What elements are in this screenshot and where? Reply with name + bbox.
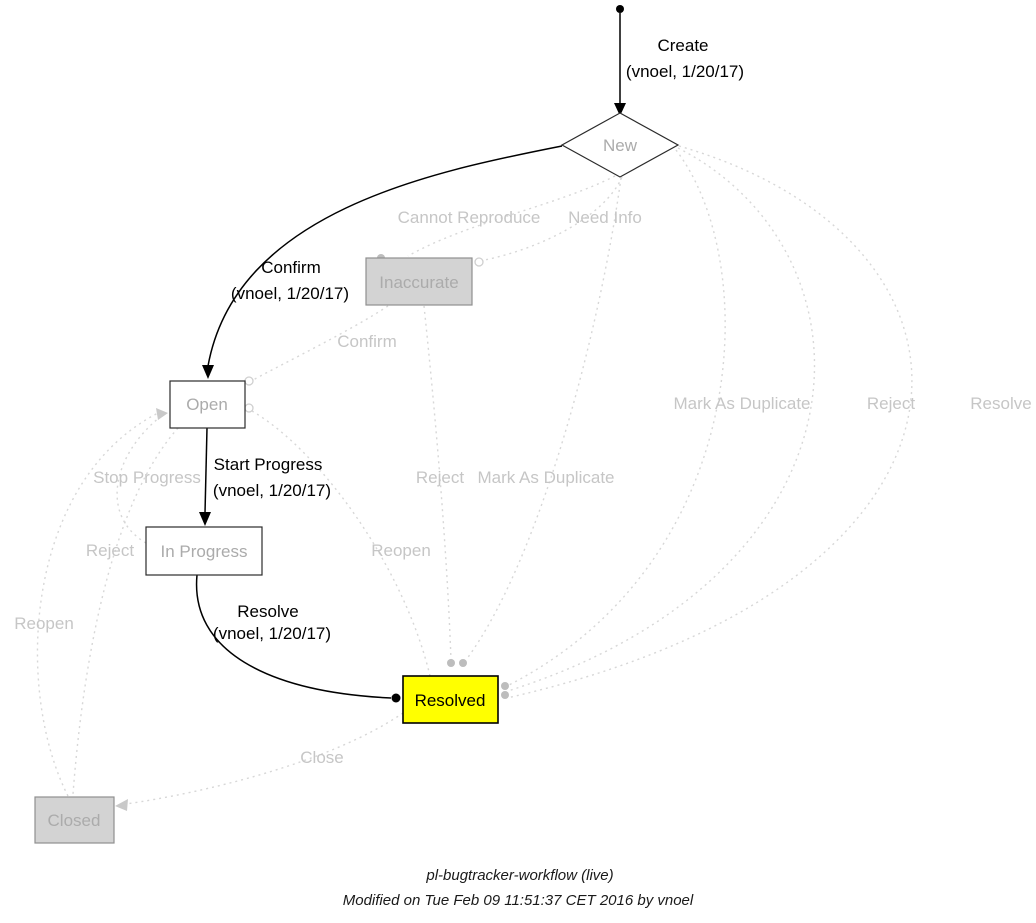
node-resolved-label: Resolved xyxy=(415,691,486,710)
edge-resolve-right-label: Resolve xyxy=(970,394,1031,413)
resolve-endpoint-dot xyxy=(391,693,401,703)
edge-reject-mid-label: Reject xyxy=(416,468,464,487)
edge-endpoint-circle xyxy=(244,403,254,413)
edge-confirm-inactive xyxy=(252,305,389,381)
edge-start-progress-meta: (vnoel, 1/20/17) xyxy=(213,481,331,500)
edge-endpoint-dot xyxy=(459,659,467,667)
edge-confirm xyxy=(207,145,563,367)
edge-start-progress-label: Start Progress xyxy=(214,455,323,474)
node-open-label: Open xyxy=(186,395,228,414)
edge-create-meta: (vnoel, 1/20/17) xyxy=(626,62,744,81)
node-inaccurate xyxy=(365,257,473,306)
edge-reopen-mid-label: Reopen xyxy=(371,541,431,560)
edge-resolve-meta: (vnoel, 1/20/17) xyxy=(213,624,331,643)
edge-confirm-meta: (vnoel, 1/20/17) xyxy=(231,284,349,303)
node-resolved xyxy=(402,675,499,724)
edge-endpoint-dot xyxy=(501,691,509,699)
diagram-modified-line: Modified on Tue Feb 09 11:51:37 CET 2016… xyxy=(343,892,694,909)
edge-endpoint-circle xyxy=(244,376,254,386)
start-node xyxy=(616,5,624,13)
node-open xyxy=(169,380,246,429)
confirm-arrowhead xyxy=(202,365,214,379)
edge-close-label: Close xyxy=(300,748,343,767)
close-arrowhead xyxy=(115,799,128,811)
stop-progress-arrowhead xyxy=(156,408,168,420)
start-progress-arrowhead xyxy=(199,512,211,526)
edge-endpoint-dot xyxy=(501,682,509,690)
node-in-progress-label: In Progress xyxy=(161,542,248,561)
edge-reject-right-label: Reject xyxy=(867,394,915,413)
edge-confirm-label: Confirm xyxy=(261,258,321,277)
edge-mark-as-duplicate-mid xyxy=(465,177,622,661)
edge-reject-left-label: Reject xyxy=(86,541,134,560)
node-closed xyxy=(34,796,115,844)
diagram-title: pl-bugtracker-workflow (live) xyxy=(425,867,613,884)
edge-stop-progress-label: Stop Progress xyxy=(93,468,201,487)
node-new xyxy=(560,112,680,178)
edge-start-progress xyxy=(204,427,208,514)
edge-reopen-left xyxy=(36,411,161,797)
edge-resolve-label: Resolve xyxy=(237,602,298,621)
edge-cannot-reproduce-label: Cannot Reproduce xyxy=(398,208,541,227)
edge-cannot-reproduce xyxy=(407,175,616,257)
edge-need-info-label: Need Info xyxy=(568,208,642,227)
edge-resolve xyxy=(195,574,392,699)
edge-mark-as-duplicate-mid-label: Mark As Duplicate xyxy=(478,468,615,487)
edge-resolve-right xyxy=(506,145,913,699)
edge-mark-as-duplicate-right-label: Mark As Duplicate xyxy=(674,394,811,413)
node-inaccurate-label: Inaccurate xyxy=(379,273,458,292)
edge-close xyxy=(125,712,404,805)
edge-endpoint-dot xyxy=(447,659,455,667)
edge-mark-as-duplicate-right xyxy=(508,149,726,686)
edge-reopen-left-label: Reopen xyxy=(14,614,74,633)
create-arrowhead xyxy=(614,103,626,116)
node-in-progress xyxy=(145,526,263,576)
edge-reject-right xyxy=(507,147,816,692)
edge-create-label: Create xyxy=(657,36,708,55)
edge-endpoint-circle xyxy=(474,257,484,267)
edge-confirm-inactive-label: Confirm xyxy=(337,332,397,351)
node-closed-label: Closed xyxy=(48,811,101,830)
node-new-label: New xyxy=(603,136,638,155)
